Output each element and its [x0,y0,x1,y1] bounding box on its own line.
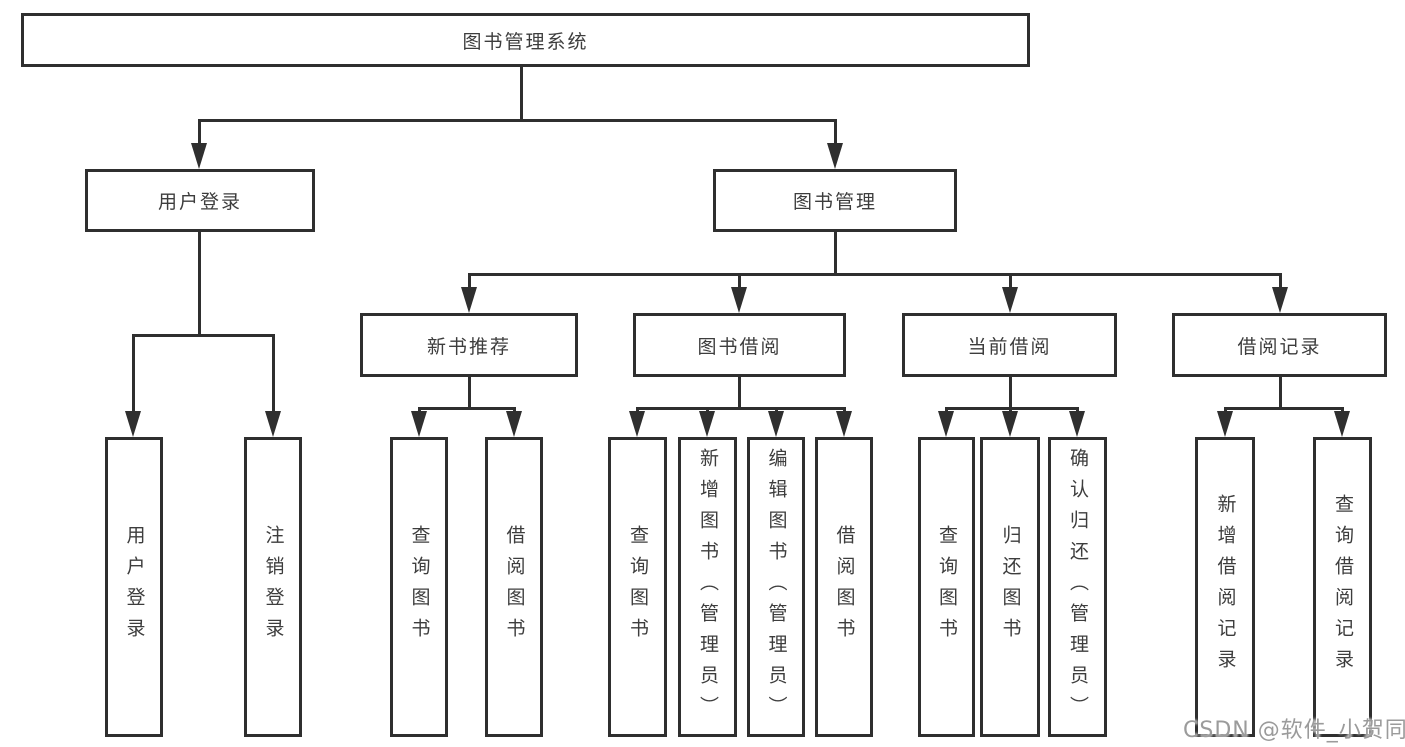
leaf-label: 用户登录 [123,525,146,649]
connector-line [418,407,516,410]
connector-line [272,334,275,413]
node-root-library-management-system: 图书管理系统 [21,13,1030,67]
arrowhead-down [827,143,843,169]
connector-line [636,407,846,410]
node-current-borrow: 当前借阅 [902,313,1117,377]
arrowhead-down [699,411,715,437]
arrowhead-down [1002,287,1018,313]
leaf-label: 查询图书 [408,525,431,649]
leaf-add-borrow-record: 新增借阅记录 [1195,437,1255,737]
connector-line [198,119,837,122]
arrowhead-down [768,411,784,437]
leaf-label: 新增借阅记录 [1214,494,1237,680]
arrowhead-down [938,411,954,437]
connector-line [1224,407,1344,410]
connector-line [834,232,837,276]
connector-line [1279,273,1282,289]
connector-line [738,377,741,410]
arrowhead-down [411,411,427,437]
leaf-user-login: 用户登录 [105,437,163,737]
leaf-query-books: 查询图书 [608,437,667,737]
connector-line [520,65,523,122]
leaf-query-borrow-record: 查询借阅记录 [1313,437,1372,737]
arrowhead-down [731,287,747,313]
connector-line [1009,407,1012,414]
connector-line [468,377,471,410]
leaf-add-books-admin: 新增图书（管理员） [678,437,737,737]
arrowhead-down [836,411,852,437]
connector-line [1009,377,1012,410]
leaf-label: 查询图书 [627,525,649,649]
connector-line [1009,273,1012,289]
arrowhead-down [125,411,141,437]
connector-line [132,334,135,413]
connector-line [834,119,837,146]
leaf-label: 确认归还（管理员） [1067,447,1089,727]
connector-line [945,407,1079,410]
connector-line [198,119,201,146]
leaf-logout: 注销登录 [244,437,302,737]
connector-line [198,232,201,337]
leaf-query-books-recommend: 查询图书 [390,437,448,737]
arrowhead-down [1272,287,1288,313]
connector-line [418,407,421,414]
leaf-borrow-books: 借阅图书 [815,437,873,737]
node-borrow-records: 借阅记录 [1172,313,1387,377]
connector-line [1076,407,1079,414]
leaf-label: 归还图书 [999,525,1022,649]
arrowhead-down [1069,411,1085,437]
arrowhead-down [191,143,207,169]
leaf-label: 查询图书 [936,525,958,649]
connector-line [1341,407,1344,414]
leaf-return-books: 归还图书 [980,437,1040,737]
connector-line [945,407,948,414]
arrowhead-down [1217,411,1233,437]
connector-line [775,407,778,414]
connector-line [636,407,639,414]
leaf-borrow-books-recommend: 借阅图书 [485,437,543,737]
connector-line [738,273,741,289]
connector-line [132,334,275,337]
arrowhead-down [1334,411,1350,437]
leaf-label: 编辑图书（管理员） [765,447,788,727]
node-book-management: 图书管理 [713,169,957,232]
connector-line [706,407,709,414]
connector-line [1224,407,1227,414]
arrowhead-down [461,287,477,313]
connector-line [468,273,471,289]
leaf-query-books-current: 查询图书 [918,437,975,737]
csdn-watermark: CSDN @软件_小贺同学 [1183,718,1405,743]
leaf-label: 借阅图书 [503,525,526,649]
leaf-label: 查询借阅记录 [1332,494,1354,680]
node-new-book-recommend: 新书推荐 [360,313,578,377]
connector-line [843,407,846,414]
arrowhead-down [1002,411,1018,437]
leaf-label: 借阅图书 [833,525,856,649]
leaf-confirm-return-admin: 确认归还（管理员） [1048,437,1107,737]
node-user-login: 用户登录 [85,169,315,232]
arrowhead-down [265,411,281,437]
leaf-edit-books-admin: 编辑图书（管理员） [747,437,805,737]
arrowhead-down [506,411,522,437]
connector-line [1279,377,1282,410]
connector-line [468,273,1282,276]
leaf-label: 注销登录 [262,525,285,649]
connector-line [513,407,516,414]
arrowhead-down [629,411,645,437]
leaf-label: 新增图书（管理员） [697,447,719,727]
node-book-borrow: 图书借阅 [633,313,846,377]
